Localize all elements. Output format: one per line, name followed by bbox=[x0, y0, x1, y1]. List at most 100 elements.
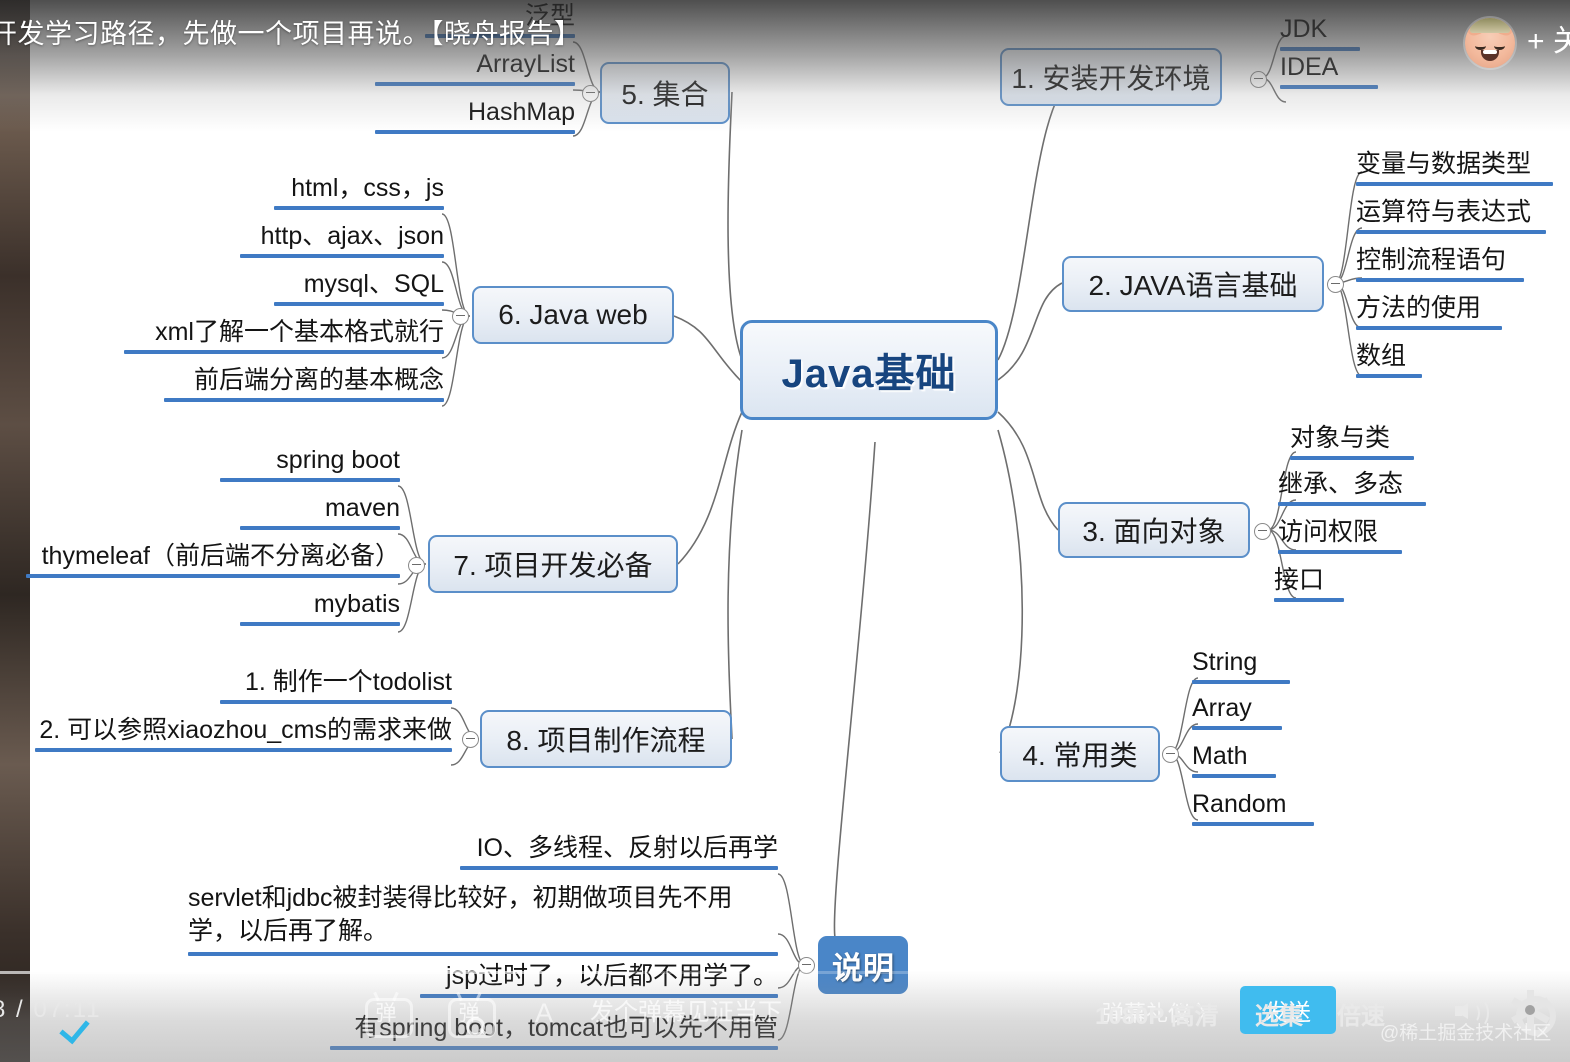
leaf-underline bbox=[274, 301, 444, 306]
gear-ring bbox=[1516, 996, 1556, 1036]
branch-node-1[interactable]: 1. 安装开发环境 bbox=[1000, 48, 1222, 106]
branch-node-3[interactable]: 3. 面向对象 bbox=[1058, 502, 1250, 558]
speed-button[interactable]: 倍速 bbox=[1337, 1003, 1385, 1030]
danmaku-settings-icon[interactable]: 弹 bbox=[448, 991, 496, 1038]
progress-bar[interactable] bbox=[0, 971, 1570, 974]
leaf-4-2: Math bbox=[1192, 742, 1276, 778]
branch-node-6[interactable]: 6. Java web bbox=[472, 286, 674, 344]
leaf-underline bbox=[420, 993, 778, 998]
leaf-8-1-label: 2. 可以参照xiaozhou_cms的需求来做 bbox=[39, 716, 452, 744]
leaf-underline bbox=[1356, 325, 1502, 330]
leaf-2-3: 方法的使用 bbox=[1356, 294, 1502, 330]
leaf-underline bbox=[1278, 501, 1426, 506]
leaf-underline bbox=[1356, 181, 1553, 186]
leaf-2-4: 数组 bbox=[1356, 342, 1422, 378]
font-style-icon[interactable]: A bbox=[535, 998, 554, 1028]
gear-hole bbox=[1525, 1005, 1535, 1015]
video-title: 开发学习路径，先做一个项目再说。【晓舟报告】 bbox=[0, 19, 582, 49]
danmaku-etiquette-link[interactable]: 弹幕礼仪 〉 bbox=[1102, 1001, 1219, 1026]
leaf-4-1: Array bbox=[1192, 694, 1282, 730]
note-leaf-0-label: IO、多线程、反射以后再学 bbox=[476, 834, 778, 862]
note-node[interactable]: 说明 bbox=[818, 936, 908, 994]
leaf-6-2-label: mysql、SQL bbox=[303, 270, 444, 298]
danmaku-toggle-icon[interactable]: 弹 bbox=[365, 991, 413, 1038]
leaf-7-2-label: thymeleaf（前后端不分离必备） bbox=[41, 542, 400, 570]
leaf-5-1-label: ArrayList bbox=[476, 50, 575, 78]
avatar-eye-right bbox=[1494, 42, 1505, 50]
send-danmaku-button[interactable]: 发送 bbox=[1240, 986, 1336, 1034]
leaf-2-2-label: 控制流程语句 bbox=[1356, 246, 1507, 274]
site-watermark: @稀土掘金技术社区 bbox=[1380, 1023, 1552, 1044]
collapse-toggle-1[interactable] bbox=[1250, 71, 1267, 88]
episodes-button[interactable]: 选集 bbox=[1255, 1003, 1303, 1030]
danmaku-icon-body bbox=[365, 998, 413, 1038]
leaf-7-0: spring boot bbox=[220, 446, 400, 482]
leaf-5-2-label: HashMap bbox=[468, 98, 575, 126]
branch-node-5[interactable]: 5. 集合 bbox=[600, 62, 730, 124]
branch-node-4[interactable]: 4. 常用类 bbox=[1000, 726, 1160, 782]
leaf-underline bbox=[375, 81, 575, 86]
leaf-7-0-label: spring boot bbox=[276, 446, 400, 474]
leaf-2-0: 变量与数据类型 bbox=[1356, 150, 1553, 186]
collapse-toggle-5[interactable] bbox=[582, 85, 599, 102]
video-background-strip bbox=[0, 0, 30, 1062]
leaf-7-1: maven bbox=[240, 494, 400, 530]
leaf-underline bbox=[1192, 679, 1290, 684]
note-leaf-2-label: jsp过时了，以后都不用学了。 bbox=[446, 962, 778, 990]
leaf-underline bbox=[1290, 455, 1414, 460]
leaf-underline bbox=[240, 525, 400, 530]
leaf-3-0: 对象与类 bbox=[1290, 424, 1414, 460]
leaf-3-1-label: 继承、多态 bbox=[1278, 470, 1404, 498]
danmaku-input[interactable]: A 发个弹幕见证当下 bbox=[535, 990, 930, 1034]
leaf-underline bbox=[1192, 725, 1282, 730]
collapse-toggle-4[interactable] bbox=[1162, 746, 1179, 763]
branch-node-8[interactable]: 8. 项目制作流程 bbox=[480, 710, 732, 768]
leaf-6-4-label: 前后端分离的基本概念 bbox=[193, 366, 444, 394]
leaf-6-3-label: xml了解一个基本格式就行 bbox=[155, 318, 444, 346]
note-leaf-3: 有spring boot，tomcat也可以先不用管 bbox=[330, 1014, 778, 1050]
leaf-underline bbox=[330, 1045, 778, 1050]
leaf-underline bbox=[35, 747, 452, 752]
leaf-underline bbox=[1356, 277, 1524, 282]
volume-icon[interactable] bbox=[1455, 994, 1489, 1028]
leaf-6-2: mysql、SQL bbox=[274, 270, 444, 306]
avatar-mouth bbox=[1481, 50, 1499, 61]
leaf-underline bbox=[1280, 84, 1378, 89]
leaf-7-1-label: maven bbox=[324, 494, 400, 522]
volume-cone bbox=[1455, 1003, 1468, 1019]
follow-button[interactable]: + 关 bbox=[1527, 25, 1570, 58]
collapse-toggle-2[interactable] bbox=[1327, 276, 1344, 293]
progress-fill bbox=[0, 971, 613, 974]
leaf-underline bbox=[240, 253, 444, 258]
danmaku-input-placeholder: 发个弹幕见证当下 bbox=[590, 999, 782, 1026]
leaf-4-2-label: Math bbox=[1192, 742, 1248, 770]
leaf-3-0-label: 对象与类 bbox=[1290, 424, 1391, 452]
leaf-4-3: Random bbox=[1192, 790, 1314, 826]
leaf-5-1: ArrayList bbox=[375, 50, 575, 86]
branch-node-7[interactable]: 7. 项目开发必备 bbox=[428, 535, 678, 593]
uploader-avatar[interactable] bbox=[1465, 18, 1515, 68]
leaf-2-3-label: 方法的使用 bbox=[1356, 294, 1482, 322]
quality-button[interactable]: 1080P 高清 bbox=[1095, 1003, 1219, 1030]
mindmap-root-node[interactable]: Java基础 bbox=[740, 320, 998, 420]
leaf-2-1: 运算符与表达式 bbox=[1356, 198, 1546, 234]
settings-gear-icon[interactable] bbox=[1510, 990, 1556, 1036]
branch-node-2[interactable]: 2. JAVA语言基础 bbox=[1062, 256, 1324, 312]
collapse-toggle-3[interactable] bbox=[1254, 523, 1271, 540]
mindmap-slide: Java基础 1. 安装开发环境 JDK IDEA 2. JAVA语言基础 变量… bbox=[26, 0, 1570, 1062]
note-leaf-1: servlet和jdbc被封装得比较好，初期做项目先不用学，以后再了解。 bbox=[188, 882, 778, 956]
leaf-2-2: 控制流程语句 bbox=[1356, 246, 1524, 282]
leaf-5-2: HashMap bbox=[375, 98, 575, 134]
leaf-3-2-label: 访问权限 bbox=[1278, 518, 1379, 546]
collapse-toggle-7[interactable] bbox=[408, 557, 425, 574]
leaf-6-0-label: html，css，js bbox=[291, 174, 444, 202]
leaf-underline bbox=[1356, 229, 1546, 234]
note-leaf-0: IO、多线程、反射以后再学 bbox=[460, 834, 778, 870]
note-leaf-1-label: servlet和jdbc被封装得比较好，初期做项目先不用学，以后再了解。 bbox=[188, 884, 733, 945]
leaf-6-1: http、ajax、json bbox=[240, 222, 444, 258]
leaf-7-3: mybatis bbox=[240, 590, 400, 626]
collapse-toggle-8[interactable] bbox=[462, 731, 479, 748]
collapse-toggle-6[interactable] bbox=[452, 308, 469, 325]
leaf-3-2: 访问权限 bbox=[1278, 518, 1402, 554]
